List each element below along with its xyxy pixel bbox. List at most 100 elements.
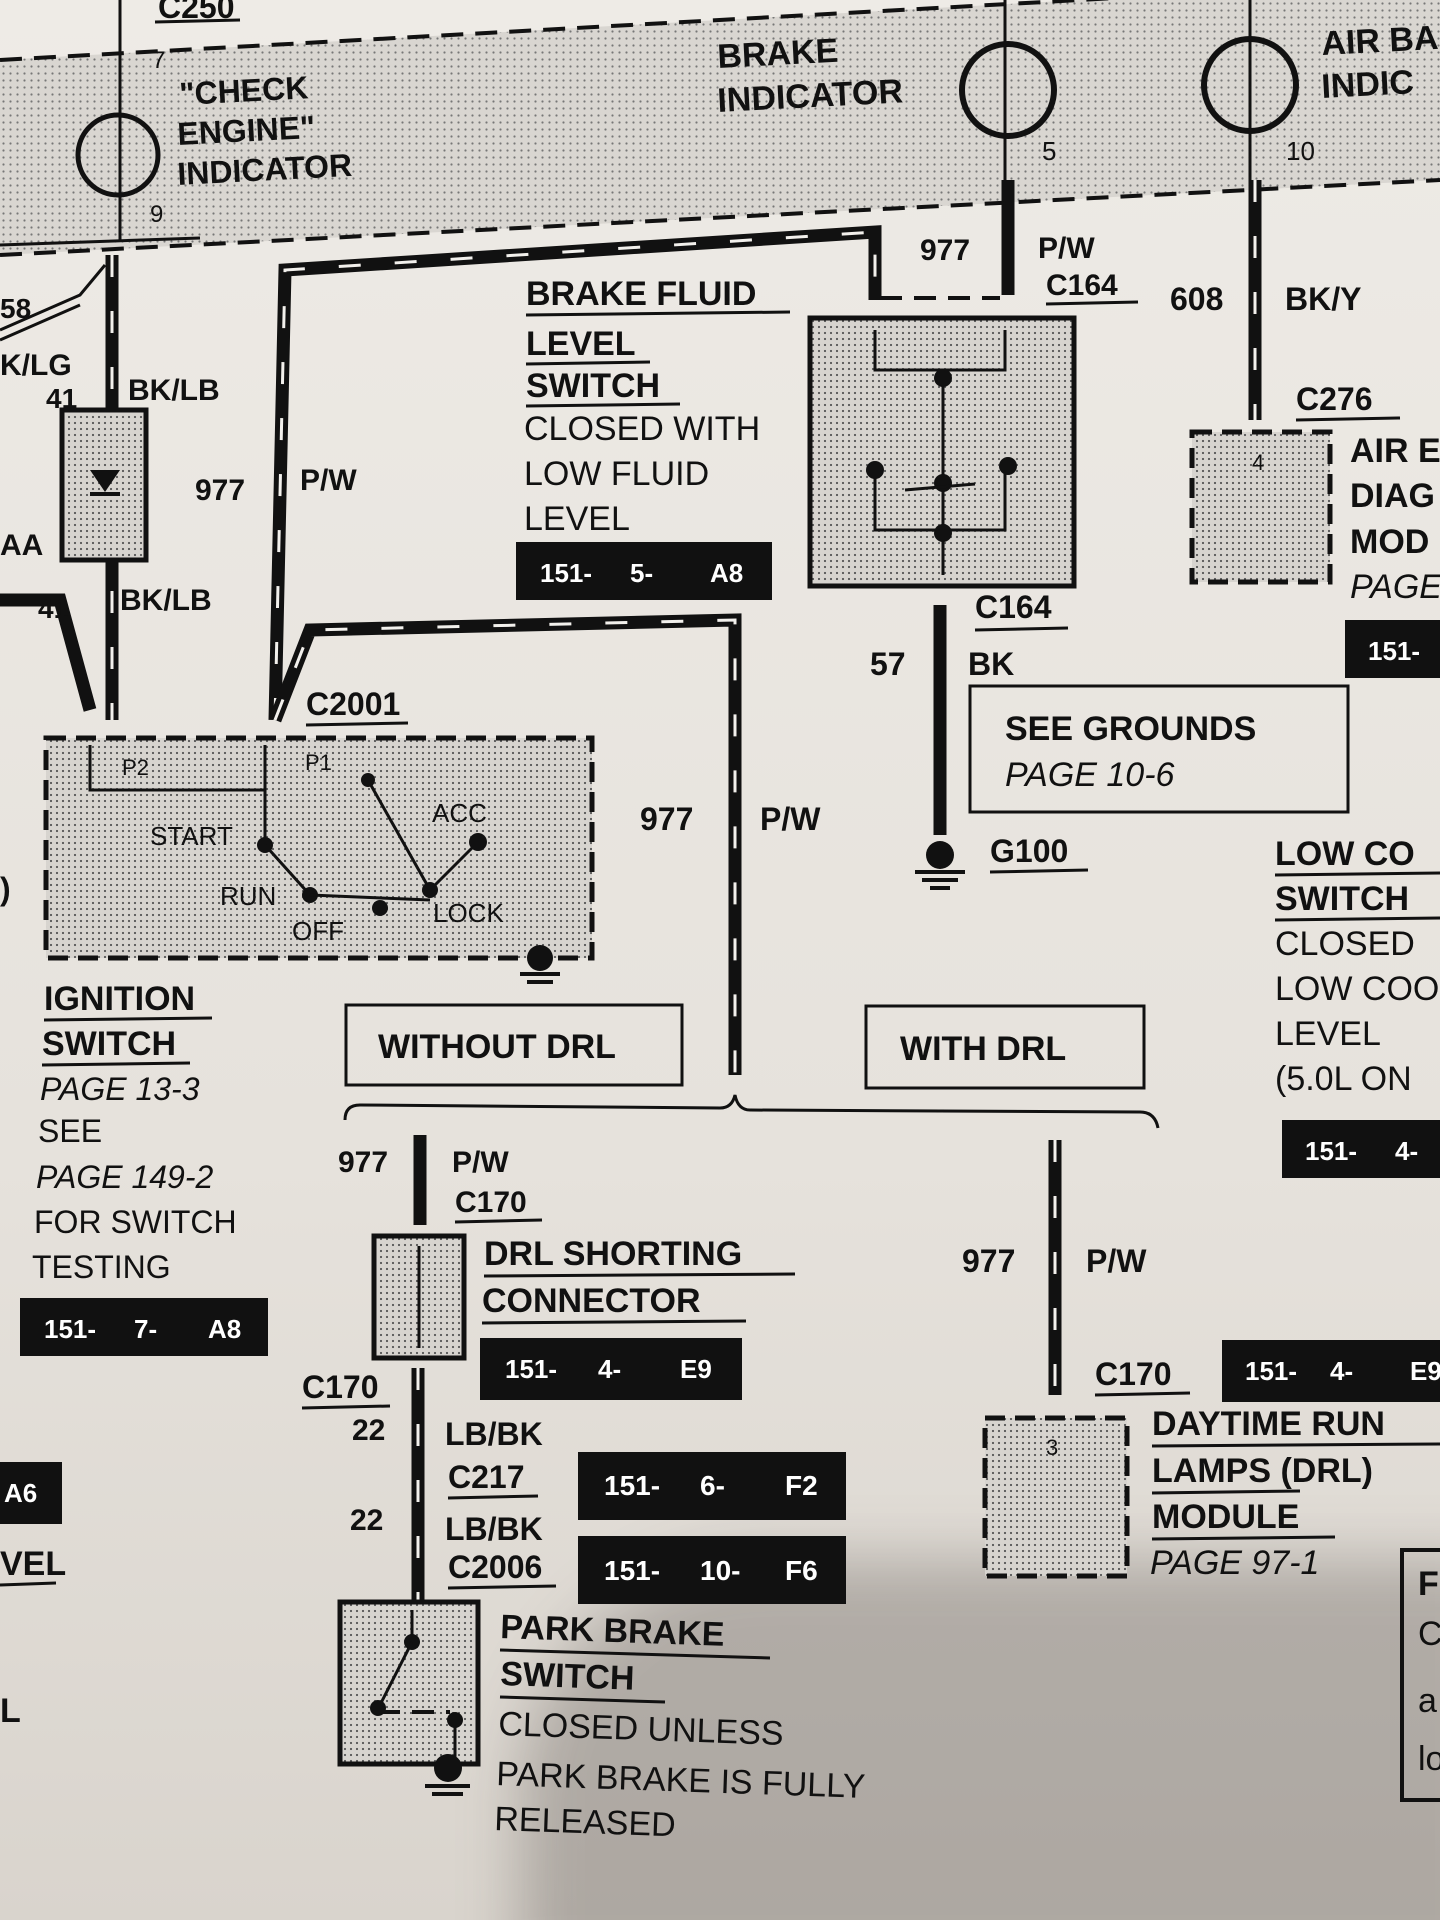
c2001-label: C2001 (306, 686, 400, 722)
park-brake-desc-3: RELEASED (494, 1800, 677, 1844)
wire-58-label: 58 (0, 293, 31, 324)
airbag-module-line1: AIR E (1350, 432, 1440, 470)
drl-short-ref-3: E9 (680, 1354, 712, 1384)
wire-977-mid-stripe (273, 618, 737, 1075)
wire-58-line2 (0, 303, 81, 342)
drl-short-underline-1 (483, 1272, 796, 1278)
without-drl-box (344, 1003, 684, 1087)
with-drl-box (864, 1004, 1146, 1090)
wire-41a-label: 41 (46, 383, 77, 414)
drl-short-ref-1: 151- (505, 1354, 557, 1384)
ign-start-label: START (150, 821, 233, 851)
ign-off-node (372, 900, 388, 916)
airbag-indicator-bulb (1201, 36, 1299, 134)
right-edge-3: a (1418, 1682, 1437, 1720)
ign-off-label: OFF (292, 916, 344, 946)
brake-fluid-title-2: LEVEL (526, 325, 636, 363)
c250-underline (154, 18, 241, 24)
drl-module-box (982, 1415, 1130, 1579)
ign-p2-label: P2 (122, 755, 149, 780)
ign-run-line (263, 843, 312, 897)
check-engine-bulb (75, 112, 161, 198)
park-brake-ground-node (434, 1754, 462, 1782)
park-brake-desc-2: PARK BRAKE IS FULLY (496, 1755, 866, 1806)
c164-bottom-conn: C164 (975, 589, 1052, 625)
drl-right-ref-2: 4- (1330, 1356, 1353, 1386)
brake-fluid-ref-3: A8 (710, 558, 743, 588)
wire-977-left-color: P/W (300, 464, 357, 497)
low-coolant-underline-2 (1274, 916, 1440, 922)
airbag-indicator-line1: AIR BA (1320, 19, 1439, 63)
airbag-module-line2: DIAG (1350, 477, 1435, 515)
brake-indicator-line1: BRAKE (716, 32, 839, 76)
airbag-indicator-line2: INDIC (1320, 63, 1414, 106)
g100-label: G100 (990, 833, 1068, 869)
g100-ground-node (926, 841, 954, 869)
low-coolant-2: SWITCH (1275, 880, 1409, 918)
park-brake-underline-1 (499, 1648, 771, 1660)
airbag-pin-4: 4 (1252, 450, 1264, 475)
wire-bklb-b-label: BK/LB (120, 584, 212, 617)
low-coolant-6: (5.0L ON (1275, 1060, 1412, 1098)
wire-bklb-a-label: BK/LB (128, 374, 220, 407)
ign-ground-node (527, 945, 553, 971)
drl-short-title-1: DRL SHORTING (484, 1235, 742, 1273)
lower-c2006: C2006 (448, 1549, 542, 1585)
drl-module-pin: 3 (1046, 1435, 1058, 1460)
c276-label: C276 (1296, 381, 1373, 417)
lower-c217-underline (447, 1494, 539, 1500)
vel-underline (0, 1581, 57, 1587)
g100-underline (989, 868, 1089, 874)
drl-short-ref-2: 4- (598, 1354, 621, 1384)
low-coolant-5: LEVEL (1275, 1015, 1381, 1053)
drl-right-conn-underline (1094, 1391, 1191, 1397)
c276-underline (1295, 416, 1401, 422)
ign-ref-1: 151- (44, 1314, 96, 1344)
park-brake-blade (378, 1641, 414, 1706)
ign-see-1: SEE (38, 1113, 102, 1149)
airbag-ref: 151- (1368, 636, 1420, 666)
vel-label: VEL (0, 1545, 66, 1583)
cluster-boundary-bottom (0, 178, 1440, 257)
ign-lock-label: LOCK (433, 898, 504, 928)
ign-run-label: RUN (220, 881, 276, 911)
wire-977-mid-color: P/W (760, 801, 821, 837)
airbag-ref-box (1345, 620, 1440, 678)
drl-short-num: 977 (338, 1146, 388, 1179)
brake-fluid-desc-3: LEVEL (524, 500, 630, 538)
instrument-cluster-band (0, 0, 1440, 255)
drl-right-ref-3: E9 (1410, 1356, 1440, 1386)
right-edge-box (1400, 1548, 1440, 1802)
ign-title-underline-1 (43, 1016, 213, 1022)
ign-page: PAGE 13-3 (40, 1071, 200, 1107)
c217-ref-box (578, 1452, 846, 1520)
lower-22a: 22 (352, 1414, 385, 1447)
wire-57-color: BK (968, 646, 1014, 682)
c164-top-conn: C164 (1046, 269, 1118, 302)
wire-977-mid-num: 977 (640, 801, 693, 837)
ign-off-line (309, 893, 431, 902)
c217-ref-2: 6- (700, 1470, 725, 1501)
see-grounds-box (968, 684, 1350, 814)
drl-module-title-3: MODULE (1152, 1498, 1299, 1536)
pin-5-label: 5 (1042, 136, 1056, 166)
park-brake-title-1: PARK BRAKE (500, 1608, 725, 1654)
brake-fluid-underline-3 (525, 402, 681, 408)
l-label: L (0, 1692, 21, 1730)
brake-fluid-ref-1: 151- (540, 558, 592, 588)
lower-lbbk-a: LB/BK (445, 1416, 543, 1452)
brake-fluid-title-1: BRAKE FLUID (526, 275, 756, 313)
drl-short-ref-box (480, 1338, 742, 1400)
wire-41-left-branch (0, 593, 97, 712)
park-brake-title-2: SWITCH (500, 1655, 635, 1698)
brake-switch-node-1 (934, 369, 952, 387)
airbag-module-line3: MOD (1350, 523, 1429, 561)
ign-p1-label: P1 (305, 750, 332, 775)
park-brake-switch-body (337, 1599, 481, 1767)
drl-short-title-2: CONNECTOR (482, 1282, 701, 1320)
right-edge-1: F (1418, 1565, 1439, 1603)
low-coolant-underline-1 (1274, 871, 1440, 877)
lower-c2006-underline (447, 1584, 557, 1590)
cluster-inner-line (0, 236, 201, 247)
